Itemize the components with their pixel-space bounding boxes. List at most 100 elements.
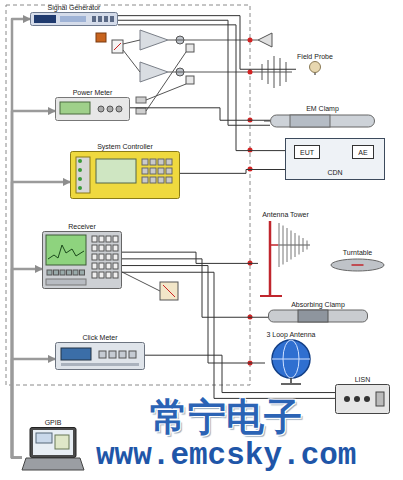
line-part — [290, 378, 292, 383]
line-part — [307, 241, 308, 250]
panel-part — [158, 159, 164, 165]
system-controller: System Controller — [70, 142, 180, 199]
node-label: AE — [358, 148, 367, 157]
wire — [168, 72, 250, 73]
panel-part — [106, 272, 111, 278]
panel-part — [99, 236, 104, 242]
rcv-device — [42, 231, 122, 289]
laptop-device — [22, 427, 84, 471]
node-label: Field Probe — [296, 52, 334, 61]
panel-part — [142, 177, 148, 183]
probe-device — [307, 61, 323, 75]
field-probe: Field Probe — [296, 52, 334, 75]
panel-part — [34, 15, 56, 23]
lisn-device — [335, 384, 390, 414]
amplifier-symbol — [140, 62, 168, 82]
panel-part — [92, 272, 97, 278]
line-part — [303, 238, 304, 252]
line-part — [299, 236, 300, 255]
bilog-antenna — [252, 56, 292, 88]
wire — [123, 40, 140, 44]
panel-part — [150, 159, 156, 165]
knob — [98, 106, 104, 112]
socket — [344, 396, 350, 402]
node-label: Turntable — [330, 248, 385, 257]
panel-part — [109, 351, 116, 358]
connectors — [12, 16, 335, 458]
connector-dot — [248, 70, 253, 75]
panel-part — [99, 272, 104, 278]
panel-part — [80, 270, 85, 275]
panel-part — [96, 159, 136, 183]
led — [78, 177, 82, 181]
panel-part — [60, 270, 65, 275]
probe-head — [310, 62, 321, 73]
panel-part — [92, 16, 96, 22]
panel-part — [60, 16, 86, 22]
switch-blade — [163, 285, 175, 297]
receiver: Receiver — [42, 222, 122, 289]
line-part — [269, 221, 272, 295]
clamp-device — [270, 113, 375, 129]
panel-part — [67, 270, 72, 275]
panel-part — [99, 351, 106, 358]
panel-part — [166, 159, 172, 165]
ctrl-device — [70, 151, 180, 199]
panel-part — [46, 235, 86, 265]
panel-part — [269, 310, 368, 322]
panel-part — [99, 263, 104, 269]
connector-dot — [248, 38, 253, 43]
connector-dot — [248, 148, 253, 153]
wire — [123, 50, 140, 72]
line-part — [281, 383, 301, 385]
spectrum-trace — [48, 245, 84, 259]
node-label: LISN — [335, 375, 390, 384]
panel-part — [55, 435, 69, 449]
wire — [168, 40, 250, 41]
panel-part — [60, 102, 90, 114]
panel-part — [99, 245, 104, 251]
panel-part — [271, 115, 375, 127]
led — [78, 186, 82, 190]
panel-part — [376, 392, 384, 406]
node-label: System Controller — [70, 142, 180, 151]
node-label: EUT — [300, 148, 314, 157]
eut-box: EUT — [294, 145, 320, 159]
panel-part — [290, 115, 330, 127]
line-part — [352, 264, 364, 266]
panel-part — [99, 254, 104, 260]
line-part — [260, 295, 282, 297]
panel-part — [98, 16, 102, 22]
panel-part — [71, 152, 180, 199]
line-part — [279, 223, 280, 267]
wire — [146, 84, 186, 100]
loop-sphere — [272, 340, 310, 378]
node-label: Receiver — [42, 222, 122, 231]
node-label: Power Meter — [55, 88, 130, 97]
power-sensor — [136, 108, 146, 114]
turntable: Turntable — [330, 248, 385, 273]
panel-part — [106, 236, 111, 242]
panel-part — [158, 177, 164, 183]
keyboard — [22, 458, 84, 470]
panel-part — [46, 279, 86, 285]
tower-device — [258, 219, 313, 299]
power-meter: Power Meter — [55, 88, 130, 121]
node-label: Antenna Tower — [258, 210, 313, 219]
panel-part — [150, 168, 156, 174]
cable-line — [118, 16, 296, 70]
panel-part — [92, 254, 97, 260]
antenna-element — [280, 58, 281, 86]
panel-part — [61, 348, 91, 360]
panel-part — [36, 433, 52, 443]
panel-part — [158, 168, 164, 174]
node-label: CDN — [327, 168, 342, 177]
panel-part — [142, 159, 148, 165]
panel-part — [113, 272, 118, 278]
line-part — [264, 121, 270, 122]
antenna-element — [274, 56, 275, 88]
antenna-element — [268, 60, 269, 84]
panel-part — [92, 263, 97, 269]
signal-generator: Signal Generator — [30, 3, 118, 26]
